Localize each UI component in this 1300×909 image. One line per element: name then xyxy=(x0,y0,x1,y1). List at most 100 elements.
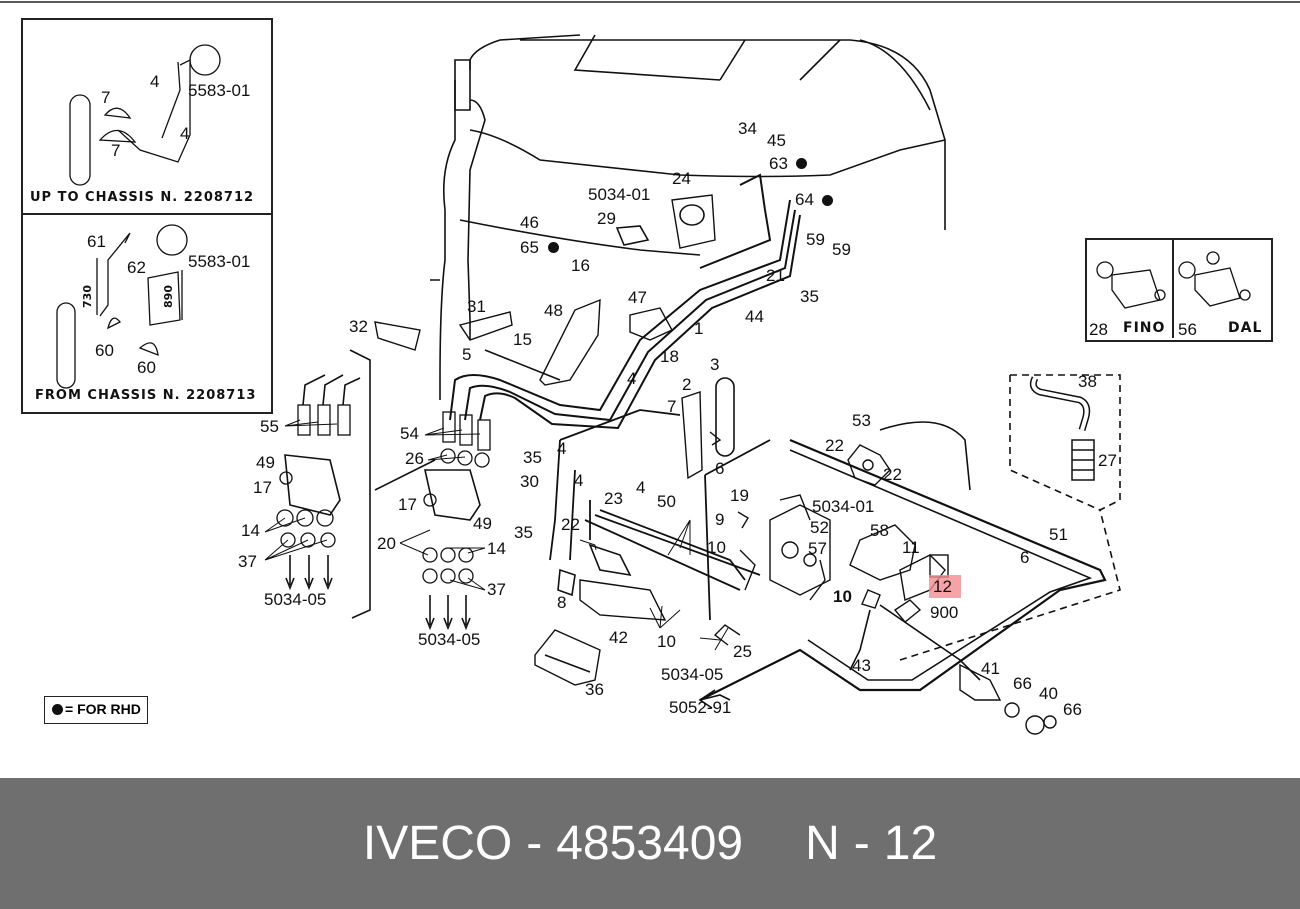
callout: 17 xyxy=(398,495,417,514)
callout: 7 xyxy=(667,397,677,416)
highlight-box xyxy=(929,575,961,598)
callout: 63 xyxy=(769,154,788,173)
callout: 10 xyxy=(657,632,676,651)
callout: 17 xyxy=(253,478,272,497)
callout: 49 xyxy=(473,514,492,533)
callout: 4 xyxy=(636,478,646,497)
callout: 10 xyxy=(833,587,852,606)
inset-caption-fino: FINO xyxy=(1123,320,1166,336)
callout: 19 xyxy=(730,486,749,505)
callout: 4 xyxy=(574,471,584,490)
diagram-letter: N xyxy=(805,817,840,870)
inset-up-to-chassis xyxy=(21,18,273,215)
callout: 37 xyxy=(238,552,257,571)
callout: 2 xyxy=(682,375,692,394)
callout: 42 xyxy=(609,628,628,647)
callout: 16 xyxy=(571,256,590,275)
rhd-dot-icon xyxy=(822,195,833,206)
callout: 4 xyxy=(627,369,637,388)
callout: 22 xyxy=(561,515,580,534)
callout: 36 xyxy=(585,680,604,699)
inset-caption-up-to-chassis: UP TO CHASSIS N. 2208712 xyxy=(30,190,255,205)
callout: 24 xyxy=(672,169,691,188)
callout: 66 xyxy=(1063,700,1082,719)
callout: 6 xyxy=(715,459,725,478)
inset-fino-dal xyxy=(1085,238,1273,342)
brand-name: IVECO xyxy=(362,817,513,870)
inset-caption-dal: DAL xyxy=(1228,320,1263,336)
dimension-890: 890 xyxy=(161,285,175,308)
callout: 45 xyxy=(767,131,786,150)
callout: 9 xyxy=(715,510,725,529)
rhd-legend: = FOR RHD xyxy=(44,696,148,724)
position-number: 12 xyxy=(883,817,938,870)
callout: 47 xyxy=(628,288,647,307)
callout: 5034-05 xyxy=(418,630,481,649)
callout: 30 xyxy=(520,472,539,491)
callout: 50 xyxy=(657,492,676,511)
rhd-dot-icon xyxy=(52,704,63,715)
callout: 52 xyxy=(810,518,829,537)
callout: 40 xyxy=(1039,684,1058,703)
callout: 28 xyxy=(1089,320,1108,339)
callout: 34 xyxy=(738,119,757,138)
callout: 20 xyxy=(377,534,396,553)
callout: 41 xyxy=(981,659,1000,678)
callout: 31 xyxy=(467,297,486,316)
callout: 53 xyxy=(852,411,871,430)
callout: 60 xyxy=(137,358,156,377)
callout: 14 xyxy=(487,539,506,558)
callout: 27 xyxy=(1098,451,1117,470)
callout: 18 xyxy=(660,347,679,366)
callout: 4 xyxy=(557,439,567,458)
callout: 5583-01 xyxy=(188,252,251,271)
callout: 5583-01 xyxy=(188,81,251,100)
callout: 44 xyxy=(745,307,764,326)
callout: 4 xyxy=(150,72,160,91)
callout: 35 xyxy=(800,287,819,306)
callout: 37 xyxy=(487,580,506,599)
callout: 5034-05 xyxy=(661,665,724,684)
callout: 7 xyxy=(101,88,111,107)
callout: 32 xyxy=(349,317,368,336)
callout: 900 xyxy=(930,603,959,622)
callout: 55 xyxy=(260,417,279,436)
callout: 59 xyxy=(832,240,851,259)
inset-caption-from-chassis: FROM CHASSIS N. 2208713 xyxy=(35,388,257,403)
callout: 1 xyxy=(694,319,704,338)
callout: 11 xyxy=(902,538,920,557)
callout: 6 xyxy=(1020,548,1030,567)
callout: 65 xyxy=(520,238,539,257)
rhd-dot-icon xyxy=(548,242,559,253)
inset-fino-dal-divider xyxy=(1172,238,1174,338)
part-number: 4853409 xyxy=(556,817,744,870)
callout: 35 xyxy=(514,523,533,542)
callout: 66 xyxy=(1013,674,1032,693)
callout: 5034-01 xyxy=(588,185,651,204)
callout: 5034-05 xyxy=(264,590,327,609)
callout: 35 xyxy=(523,448,542,467)
callout: 62 xyxy=(127,258,146,277)
callout: 51 xyxy=(1049,525,1068,544)
callout: 29 xyxy=(597,209,616,228)
parts-diagram: UP TO CHASSIS N. 2208712 FROM CHASSIS N.… xyxy=(0,1,1300,735)
callout: 49 xyxy=(256,453,275,472)
callout: 5034-01 xyxy=(812,497,875,516)
callout: 10 xyxy=(707,538,726,557)
callout: 7 xyxy=(111,141,121,160)
callout: 4 xyxy=(180,124,190,143)
callout: 23 xyxy=(604,489,623,508)
callout: 15 xyxy=(513,330,532,349)
callout: 46 xyxy=(520,213,539,232)
dimension-730: 730 xyxy=(80,285,94,308)
separator-2: - xyxy=(853,817,870,870)
inset-from-chassis xyxy=(21,213,273,414)
callout: 25 xyxy=(733,642,752,661)
rhd-legend-text: = FOR RHD xyxy=(65,701,141,717)
callout: 59 xyxy=(806,230,825,249)
callout: 8 xyxy=(557,593,567,612)
callout: 22 xyxy=(883,465,902,484)
callout: 60 xyxy=(95,341,114,360)
callout: 57 xyxy=(808,539,827,558)
rhd-dot-icon xyxy=(796,158,807,169)
